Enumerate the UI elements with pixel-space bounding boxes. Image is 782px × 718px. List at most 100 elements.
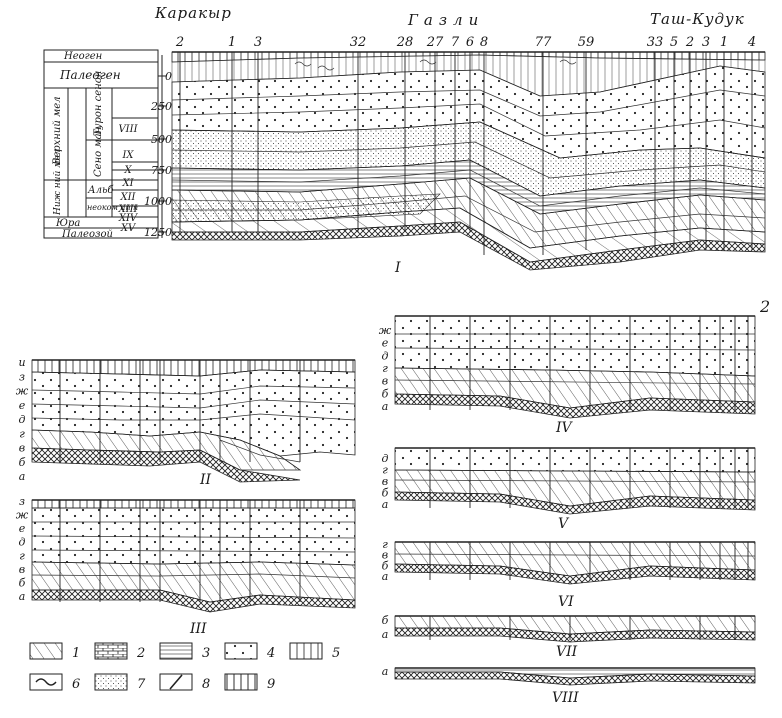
- horizon-letter: б: [19, 456, 26, 469]
- well-label: 33: [647, 35, 664, 50]
- legend-swatch: [94, 642, 128, 660]
- horizon-letter: а: [382, 628, 389, 641]
- legend-swatch: [29, 673, 63, 691]
- horizon-letter: д: [19, 536, 26, 549]
- legend-number: 4: [266, 646, 275, 661]
- horizon-roman-label: XI: [121, 178, 134, 189]
- horizon-letter: г: [19, 549, 25, 562]
- legend-swatch: [29, 642, 63, 660]
- wells-panel-1: [179, 52, 753, 255]
- horizon-roman-label: X: [123, 165, 132, 176]
- horizon-letter: е: [19, 399, 26, 412]
- depth-tick-label: 1000: [144, 195, 172, 208]
- wells-panel-5: [429, 448, 749, 508]
- horizon-letter: г: [382, 362, 388, 375]
- horizon-letter: б: [19, 576, 26, 589]
- panel-label-4: IV: [555, 420, 574, 436]
- strat-upper-cretaceous: Верхний мел: [52, 96, 63, 166]
- well-label: 7: [451, 35, 460, 50]
- horizon-letter: а: [19, 590, 26, 603]
- horizon-letter: б: [382, 387, 389, 400]
- well-label: 3: [254, 35, 262, 50]
- horizon-roman-label: XV: [120, 223, 137, 234]
- horizon-letter: б: [382, 559, 389, 572]
- horizon-letter: а: [382, 400, 389, 413]
- well-label: 32: [350, 35, 367, 50]
- depth-tick-label: 250: [150, 100, 172, 113]
- well-label: 6: [466, 35, 474, 50]
- place-label-tash-kuduk: Таш-Кудук: [650, 10, 745, 28]
- horizon-letter: д: [19, 413, 26, 426]
- strat-turon-senon: Турон сенон: [93, 71, 104, 136]
- horizon-letter: а: [19, 470, 26, 483]
- legend-number: 5: [332, 646, 340, 661]
- strat-lower-cretaceous: Ниж ний мел: [53, 149, 63, 216]
- horizon-letter: ж: [379, 324, 392, 337]
- place-label-gazli: Газли: [407, 11, 484, 29]
- horizon-letter: г: [382, 538, 388, 551]
- horizon-letter: е: [19, 522, 26, 535]
- well-label: 8: [480, 35, 488, 50]
- page-number: 2: [759, 297, 770, 316]
- strat-jura: Юра: [55, 218, 80, 229]
- section-panel-1: I: [171, 51, 766, 276]
- horizon-roman-label: XIII: [118, 204, 139, 215]
- legend-number: 9: [267, 677, 275, 692]
- legend-number: 3: [202, 646, 210, 661]
- legend-swatch: [224, 642, 258, 660]
- horizon-letters-panel-7: ба: [382, 614, 389, 641]
- wells-panel-3: [59, 500, 301, 602]
- legend-symbol: [35, 678, 57, 686]
- strat-alb: Альб: [87, 185, 114, 196]
- depth-tick-label: 0: [165, 70, 172, 83]
- horizon-letter: е: [382, 337, 389, 350]
- strat-neogen: Неоген: [63, 51, 102, 62]
- well-label: 5: [670, 35, 678, 50]
- section-panel-7: ба VII: [382, 614, 756, 660]
- legend-number: 1: [72, 646, 80, 661]
- horizon-letter: г: [19, 427, 25, 440]
- well-label: 2: [685, 35, 694, 50]
- legend-number: 2: [136, 646, 145, 661]
- horizon-roman-label: XIV: [118, 213, 139, 224]
- horizon-letter: а: [382, 498, 389, 511]
- legend-number: 8: [202, 677, 210, 692]
- strat-paleogen: Палеоген: [59, 68, 121, 82]
- horizon-letter: в: [382, 475, 388, 488]
- wells-panel-4: [429, 316, 749, 410]
- horizon-letter: в: [382, 375, 388, 388]
- well-label: 2: [175, 35, 184, 50]
- horizon-letters-panel-8: а: [382, 665, 389, 678]
- horizon-roman-label: XII: [119, 192, 136, 203]
- panel-label-2: II: [199, 472, 212, 488]
- well-label: 4: [747, 35, 756, 50]
- strat-neokom-apt: неоком апт: [87, 203, 139, 212]
- horizon-roman-label: IX: [121, 150, 134, 161]
- horizon-letter: б: [382, 487, 389, 500]
- legend-swatch: [94, 673, 128, 691]
- horizon-letter: ж: [16, 385, 29, 398]
- well-label: 28: [396, 35, 414, 50]
- well-label: 27: [426, 35, 444, 50]
- well-label: 3: [702, 35, 710, 50]
- place-label-karakyr: Каракыр: [154, 4, 232, 22]
- horizon-letter: з: [19, 370, 25, 383]
- legend-number: 7: [137, 677, 146, 692]
- depth-tick-label: 1250: [144, 226, 172, 239]
- panel-label-7: VII: [556, 644, 578, 660]
- horizon-letter: в: [19, 563, 25, 576]
- strat-senoman: Сено ман: [93, 127, 104, 177]
- horizon-letter: в: [19, 442, 25, 455]
